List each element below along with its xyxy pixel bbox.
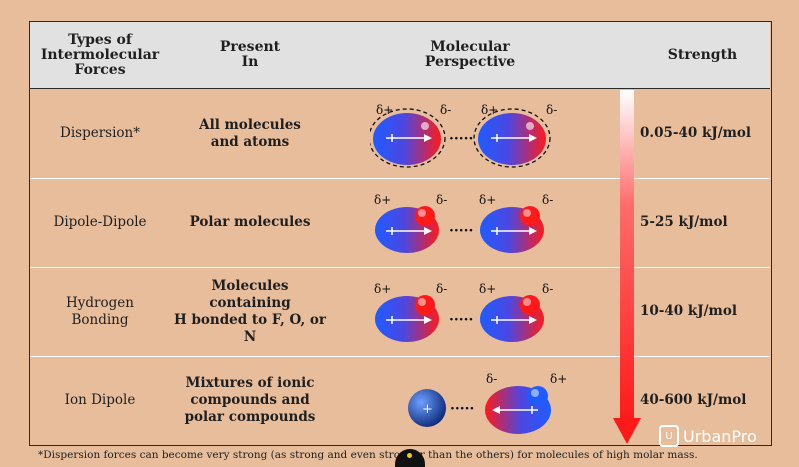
urbanpro-watermark: U UrbanPro: [659, 425, 757, 447]
force-name: Hydrogen Bonding: [66, 294, 134, 328]
delta-plus-label: δ+: [479, 282, 496, 296]
ion-dipole-diagram: + ····· δ- δ+: [408, 372, 567, 434]
molecule-a: [373, 113, 441, 165]
delta-plus-label: δ+: [479, 193, 496, 207]
present-in: All molecules and atoms: [199, 116, 301, 150]
ion-plus-label: +: [422, 402, 433, 417]
delta-minus-label: δ-: [440, 103, 451, 117]
delta-minus-label: δ-: [486, 372, 497, 386]
strength-gradient-arrow-icon: [613, 90, 641, 444]
force-name: Dispersion*: [60, 125, 140, 141]
table-header: Types of Intermolecular Forces Present I…: [30, 22, 770, 89]
svg-text:·····: ·····: [449, 312, 473, 328]
force-name: Ion Dipole: [64, 392, 136, 408]
header-present: Present In: [219, 39, 281, 70]
intermolecular-forces-table: Types of Intermolecular Forces Present I…: [29, 21, 772, 446]
present-in: Polar molecules: [189, 214, 311, 230]
table-row-dispersion: Dispersion* All molecules and atoms: [30, 89, 770, 179]
force-name: Dipole-Dipole: [53, 214, 147, 230]
svg-text:·····: ·····: [450, 401, 474, 417]
dipole-molecules-diagram: δ+ δ- ····· δ+ δ-: [374, 193, 553, 253]
delta-plus-label: δ+: [550, 372, 567, 386]
delta-plus-label: δ+: [374, 282, 391, 296]
strength-value: 40-600 kJ/mol: [640, 392, 747, 408]
delta-minus-label: δ-: [546, 103, 557, 117]
header-strength: Strength: [667, 46, 738, 63]
delta-plus-label: δ+: [376, 103, 393, 117]
delta-plus-label: δ+: [481, 103, 498, 117]
molecule-b: [478, 113, 546, 165]
header-types: Types of Intermolecular Forces: [40, 31, 160, 78]
delta-minus-label: δ-: [436, 282, 447, 296]
table-row-dipole-dipole: Dipole-Dipole Polar molecules δ+ δ- ····…: [30, 178, 770, 268]
strength-value: 5-25 kJ/mol: [640, 214, 728, 230]
strength-value: 0.05-40 kJ/mol: [640, 125, 752, 141]
watermark-text: UrbanPro: [683, 426, 757, 446]
present-in: Molecules containing H bonded to F, O, o…: [174, 277, 326, 345]
present-in: Mixtures of ionic compounds and polar co…: [184, 375, 316, 425]
delta-plus-label: δ+: [374, 193, 391, 207]
dispersion-molecules-diagram: δ+ δ- ····· δ+ δ-: [370, 103, 557, 168]
footnote: *Dispersion forces can become very stron…: [38, 449, 698, 461]
table-row-ion-dipole: Ion Dipole Mixtures of ionic compounds a…: [30, 356, 770, 445]
delta-minus-label: δ-: [542, 193, 553, 207]
delta-minus-label: δ-: [436, 193, 447, 207]
strength-value: 10-40 kJ/mol: [640, 303, 737, 319]
svg-text:·····: ·····: [449, 131, 473, 147]
header-perspective: Molecular Perspective: [424, 39, 516, 70]
urbanpro-logo-icon: U: [659, 425, 679, 447]
ion-sphere: [408, 389, 446, 427]
delta-minus-label: δ-: [542, 282, 553, 296]
svg-text:·····: ·····: [449, 223, 473, 239]
hydrogen-bond-molecules-diagram: δ+ δ- ····· δ+ δ-: [374, 282, 553, 342]
table-row-hydrogen-bonding: Hydrogen Bonding Molecules containing H …: [30, 267, 770, 357]
